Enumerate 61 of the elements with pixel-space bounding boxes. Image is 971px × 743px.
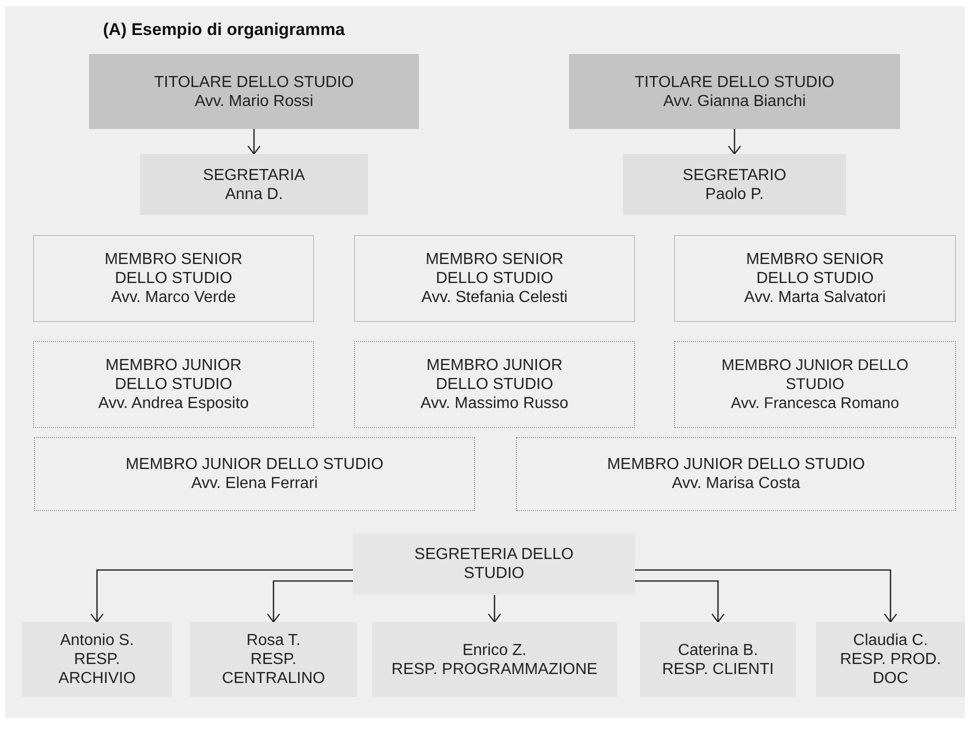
node-text: Avv. Elena Ferrari [191, 474, 318, 493]
junior-member-box [34, 437, 475, 511]
arrow [635, 580, 725, 623]
node-text: Avv. Mario Rossi [194, 92, 314, 110]
node-text: RESP. CLIENTI [662, 660, 774, 678]
node-text: Caterina B. [678, 640, 758, 660]
staff-box [190, 622, 357, 697]
arrow [488, 595, 502, 623]
senior-member-box [33, 235, 314, 322]
staff-box [640, 622, 796, 697]
node-text: RESP. PROD. DOC [838, 650, 942, 688]
node-text: MEMBRO JUNIOR DELLO STUDIO [104, 356, 242, 394]
junior-member-box [674, 341, 956, 428]
node-text: Anna D. [225, 184, 283, 204]
node-text: RESP. PROGRAMMAZIONE [392, 660, 598, 678]
staff-box [372, 622, 617, 697]
node-text: Enrico Z. [462, 640, 526, 660]
node-text: Antonio S. [60, 631, 134, 650]
junior-member-box [516, 437, 956, 511]
node-text: Avv. Andrea Esposito [98, 394, 249, 413]
node-text: MEMBRO JUNIOR DELLO STUDIO [720, 356, 910, 394]
node-text: MEMBRO JUNIOR DELLO STUDIO [426, 356, 564, 394]
node-text: TITOLARE DELLO STUDIO [634, 72, 834, 92]
node-text: Rosa T. [246, 631, 300, 650]
node-text: Avv. Marta Salvatori [744, 288, 886, 307]
node-text: MEMBRO SENIOR DELLO STUDIO [745, 250, 885, 288]
node-text: MEMBRO SENIOR DELLO STUDIO [424, 250, 564, 288]
node-text: Avv. Francesca Romano [730, 394, 900, 413]
node-text: Avv. Gianna Bianchi [663, 92, 806, 110]
node-text: Avv. Massimo Russo [420, 394, 568, 413]
node-text: MEMBRO JUNIOR DELLO STUDIO [607, 455, 865, 474]
secretary-box [140, 154, 368, 215]
staff-box [22, 622, 172, 697]
node-text: SEGRETARIA [203, 166, 305, 184]
diagram-title: (A) Esempio di organigramma [103, 20, 345, 40]
node-text: SEGRETERIA DELLO STUDIO [413, 545, 575, 583]
node-text: Avv. Marco Verde [111, 288, 236, 307]
head-box [89, 54, 419, 129]
arrow [728, 129, 742, 155]
office-box [353, 533, 635, 595]
node-text: RESP. ARCHIVIO [57, 650, 137, 688]
senior-member-box [354, 235, 635, 322]
arrow [635, 569, 898, 623]
arrow [247, 129, 261, 155]
node-text: Paolo P. [705, 184, 764, 204]
node-text: RESP. CENTRALINO [220, 650, 326, 688]
node-text: MEMBRO SENIOR DELLO STUDIO [104, 250, 244, 288]
junior-member-box [33, 341, 314, 428]
arrow [90, 569, 353, 623]
node-text: SEGRETARIO [682, 166, 786, 184]
node-text: Claudia C. [853, 631, 928, 650]
node-text: Avv. Stefania Celesti [421, 288, 568, 307]
node-text: TITOLARE DELLO STUDIO [154, 72, 354, 92]
node-text: Avv. Marisa Costa [672, 474, 800, 493]
node-text: MEMBRO JUNIOR DELLO STUDIO [126, 455, 384, 474]
head-box [569, 54, 900, 129]
junior-member-box [354, 341, 635, 428]
secretary-box [623, 154, 846, 215]
staff-box [816, 622, 965, 697]
arrow [266, 580, 353, 623]
senior-member-box [674, 235, 956, 322]
